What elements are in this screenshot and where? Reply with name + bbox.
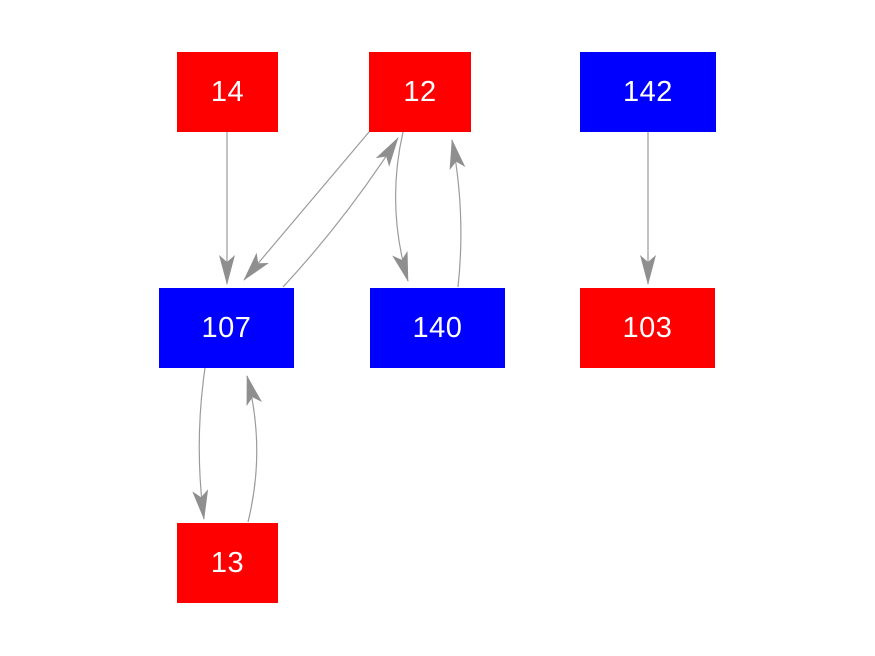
node-140[interactable]: 140 bbox=[370, 288, 505, 368]
edge-12-to-140 bbox=[392, 131, 409, 282]
node-label: 13 bbox=[210, 546, 245, 579]
edge-140-to-12 bbox=[449, 139, 466, 288]
node-142[interactable]: 142 bbox=[580, 52, 716, 132]
node-12[interactable]: 12 bbox=[369, 52, 471, 132]
node-label: 142 bbox=[623, 75, 673, 108]
node-label: 140 bbox=[412, 311, 463, 344]
node-label: 12 bbox=[403, 75, 437, 108]
node-label: 103 bbox=[622, 311, 673, 344]
edge-13-to-107 bbox=[246, 375, 263, 523]
edge-12-to-107 bbox=[243, 131, 370, 281]
node-label: 107 bbox=[201, 311, 252, 344]
node-13[interactable]: 13 bbox=[177, 523, 278, 603]
node-103[interactable]: 103 bbox=[580, 288, 715, 368]
edge-107-to-13 bbox=[192, 367, 209, 520]
edge-107-to-12 bbox=[282, 137, 399, 288]
node-107[interactable]: 107 bbox=[159, 288, 294, 368]
node-14[interactable]: 14 bbox=[177, 52, 278, 132]
node-label: 14 bbox=[210, 75, 245, 108]
